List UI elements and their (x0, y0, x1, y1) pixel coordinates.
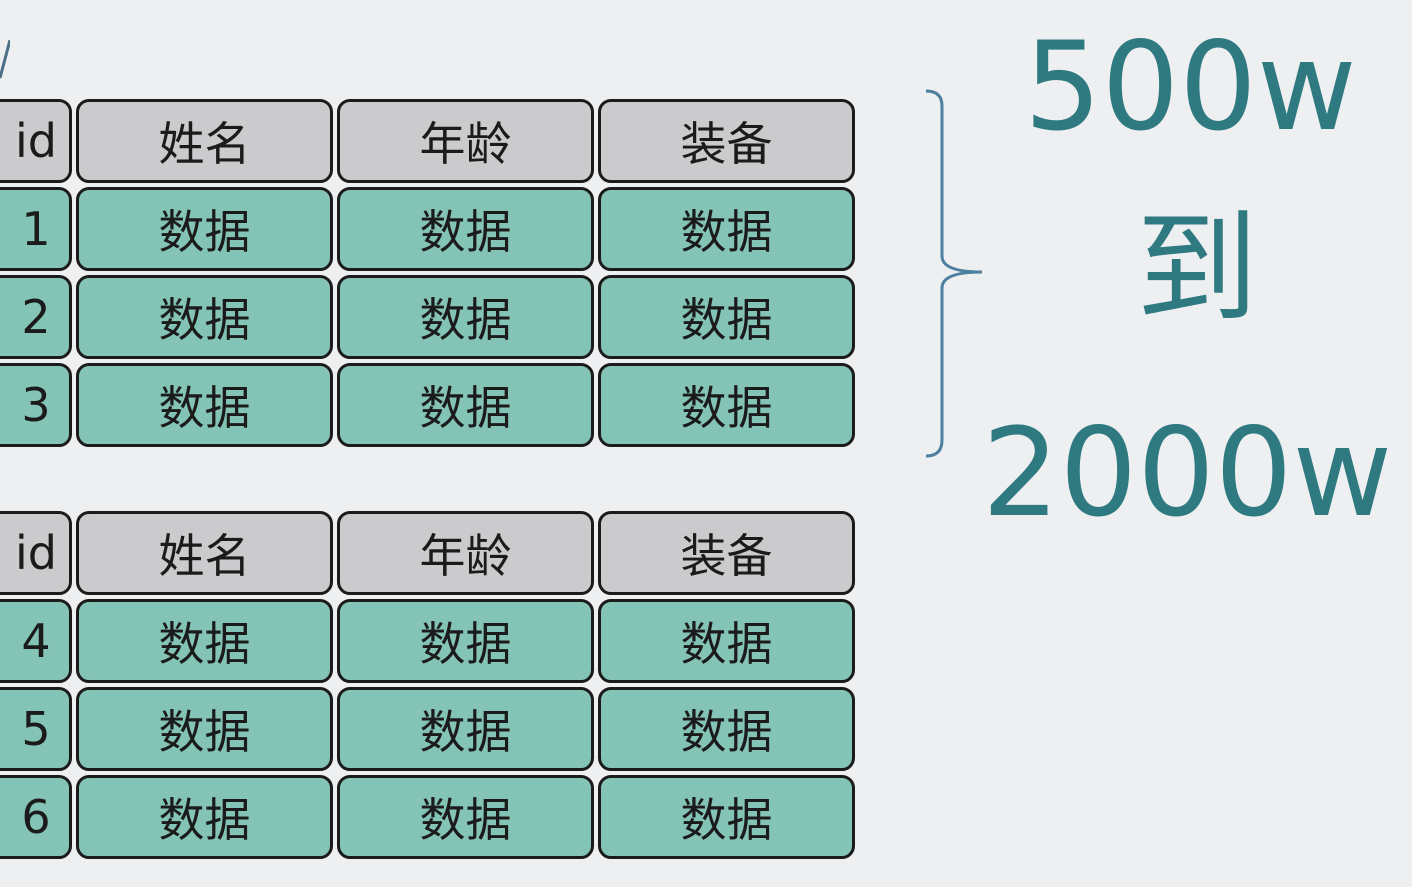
data-cell: 数据 (598, 275, 855, 359)
table-row: 4 数据 数据 数据 (0, 599, 855, 683)
table-row: 1 数据 数据 数据 (0, 187, 855, 271)
data-cell: 数据 (76, 599, 333, 683)
table-top: id 姓名 年龄 装备 1 数据 数据 数据 2 数据 数据 数据 3 数据 数… (0, 99, 855, 451)
range-connector-label: 到 (1136, 198, 1258, 340)
grouping-brace (925, 89, 983, 458)
row-id-cell: 6 (0, 775, 72, 859)
data-cell: 数据 (76, 275, 333, 359)
data-cell: 数据 (337, 687, 594, 771)
row-id-cell: 1 (0, 187, 72, 271)
row-id-cell: 5 (0, 687, 72, 771)
data-cell: 数据 (598, 599, 855, 683)
table-row: 6 数据 数据 数据 (0, 775, 855, 859)
table-row: 3 数据 数据 数据 (0, 363, 855, 447)
table-row: 5 数据 数据 数据 (0, 687, 855, 771)
data-cell: 数据 (598, 187, 855, 271)
row-id-cell: 3 (0, 363, 72, 447)
data-cell: 数据 (598, 687, 855, 771)
table-row: 2 数据 数据 数据 (0, 275, 855, 359)
data-cell: 数据 (76, 187, 333, 271)
header-cell-equipment: 装备 (598, 99, 855, 183)
header-cell-equipment: 装备 (598, 511, 855, 595)
row-id-cell: 2 (0, 275, 72, 359)
header-cell-id: id (0, 511, 72, 595)
header-cell-id: id (0, 99, 72, 183)
data-cell: 数据 (76, 687, 333, 771)
range-from-label: 500w (1024, 16, 1357, 158)
header-cell-age: 年龄 (337, 511, 594, 595)
header-cell-name: 姓名 (76, 511, 333, 595)
data-cell: 数据 (337, 187, 594, 271)
corner-line-fragment (0, 40, 10, 79)
range-to-label: 2000w (982, 402, 1393, 544)
data-cell: 数据 (337, 363, 594, 447)
data-cell: 数据 (76, 775, 333, 859)
data-cell: 数据 (598, 363, 855, 447)
data-cell: 数据 (337, 275, 594, 359)
row-id-cell: 4 (0, 599, 72, 683)
data-cell: 数据 (337, 599, 594, 683)
table-header-row: id 姓名 年龄 装备 (0, 99, 855, 183)
header-cell-name: 姓名 (76, 99, 333, 183)
data-cell: 数据 (76, 363, 333, 447)
table-header-row: id 姓名 年龄 装备 (0, 511, 855, 595)
header-cell-age: 年龄 (337, 99, 594, 183)
table-bottom: id 姓名 年龄 装备 4 数据 数据 数据 5 数据 数据 数据 6 数据 数… (0, 511, 855, 863)
data-cell: 数据 (337, 775, 594, 859)
data-cell: 数据 (598, 775, 855, 859)
